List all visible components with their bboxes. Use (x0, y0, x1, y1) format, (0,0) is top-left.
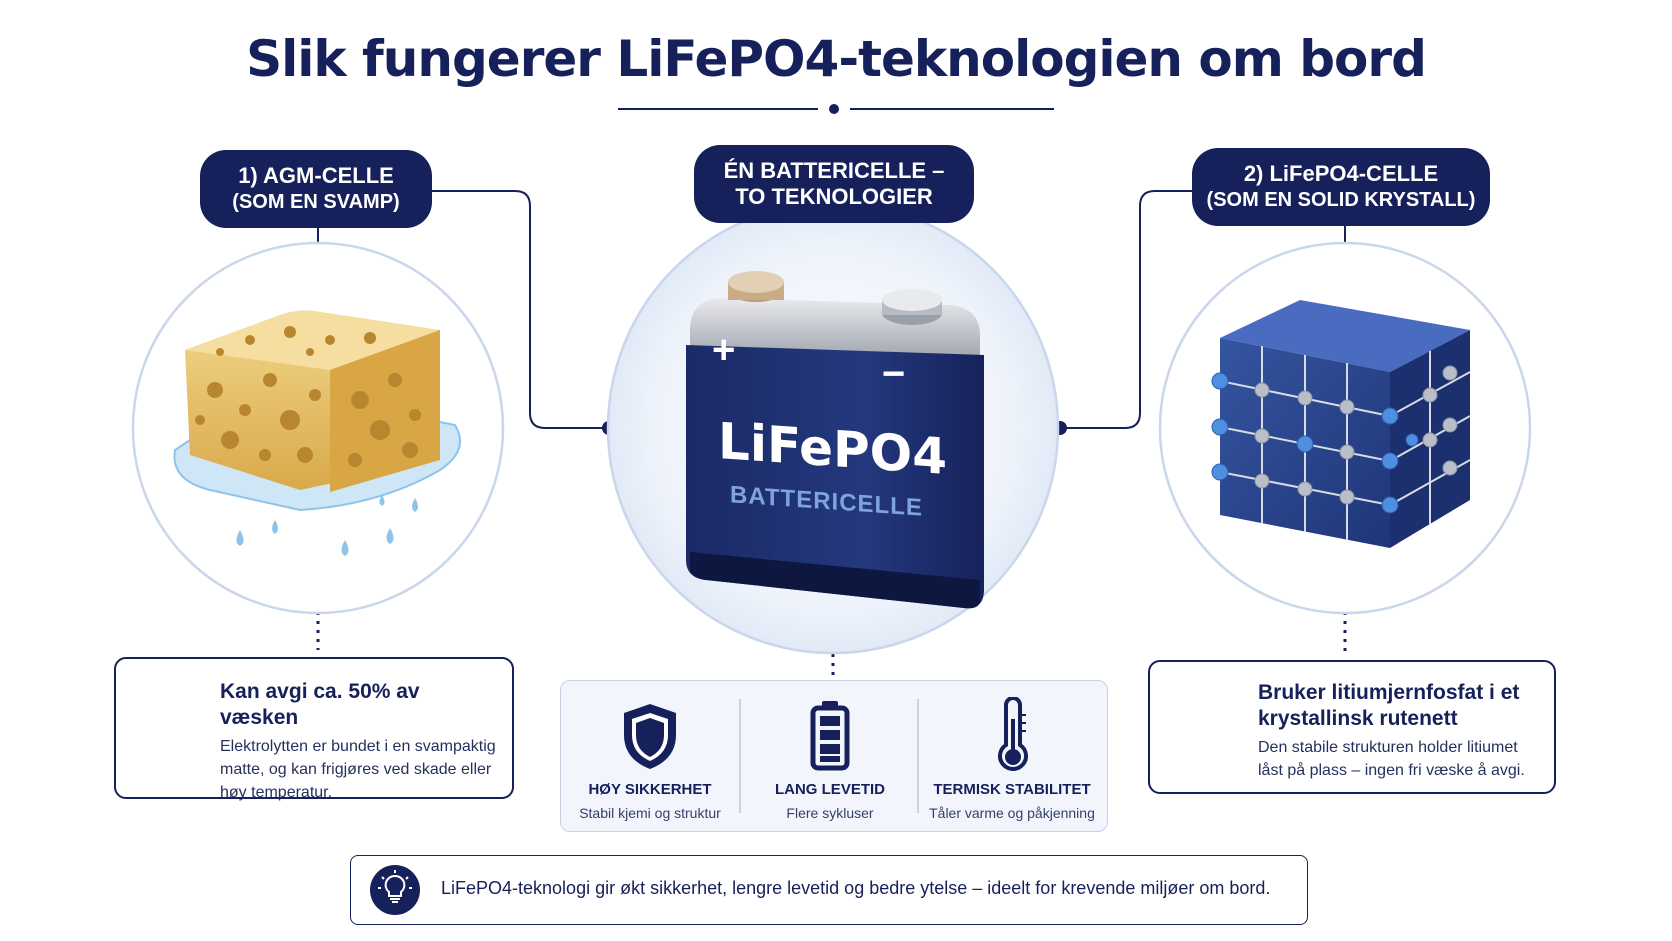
feature-safety-subtitle: Stabil kjemi og struktur (579, 805, 721, 821)
agm-info-box: Kan avgi ca. 50% av væsken Elektrolytten… (114, 657, 514, 801)
sponge-illustration (173, 310, 461, 556)
center-pill-line2: TO TEKNOLOGIER (735, 184, 933, 209)
feature-lifetime-subtitle: Flere sykluser (786, 805, 874, 821)
lifepo4-pill-line2: (SOM EN SOLID KRYSTALL) (1206, 189, 1476, 211)
lifepo4-pill-line1: 2) LiFePO4-CELLE (1243, 161, 1439, 186)
battery-illustration (686, 271, 984, 609)
feature-lifetime: LANG LEVETID Flere sykluser (741, 681, 919, 831)
feature-divider (917, 699, 919, 813)
agm-box-heading: Kan avgi ca. 50% av væsken (220, 680, 420, 729)
feature-divider (739, 699, 741, 813)
lifepo4-label-pill: 2) LiFePO4-CELLE (SOM EN SOLID KRYSTALL) (1192, 148, 1490, 226)
battery-plus-sign: + (712, 328, 736, 372)
shield-icon (624, 704, 676, 769)
lifepo4-info-box: Bruker litiumjernfosfat i et krystallins… (1148, 660, 1556, 794)
agm-label-pill: 1) AGM-CELLE (SOM EN SVAMP) (200, 150, 432, 228)
summary-text: LiFePO4-teknologi gir økt sikkerhet, len… (441, 878, 1271, 898)
page-title: Slik fungerer LiFePO4-teknologien om bor… (246, 30, 1427, 88)
center-label-pill: ÉN BATTERICELLE – TO TEKNOLOGIER (694, 145, 974, 223)
feature-lifetime-title: LANG LEVETID (774, 781, 885, 798)
center-pill-line1: ÉN BATTERICELLE – (723, 158, 945, 183)
battery-icon (810, 701, 850, 771)
features-panel: HØY SIKKERHET Stabil kjemi og struktur L… (560, 680, 1108, 832)
lifepo4-box-text: Den stabile strukturen holder litiumet l… (1258, 739, 1525, 779)
crystal-illustration (1211, 300, 1471, 548)
lightbulb-icon (370, 865, 420, 915)
feature-safety: HØY SIKKERHET Stabil kjemi og struktur (561, 681, 739, 831)
thermometer-icon (998, 697, 1028, 771)
feature-thermal-subtitle: Tåler varme og påkjenning (929, 805, 1095, 821)
feature-thermal: TERMISK STABILITET Tåler varme og påkjen… (923, 681, 1101, 831)
agm-pill-line1: 1) AGM-CELLE (238, 163, 394, 188)
battery-minus-sign: − (882, 352, 906, 396)
summary-box: LiFePO4-teknologi gir økt sikkerhet, len… (350, 855, 1308, 925)
title-divider (618, 104, 1054, 114)
agm-pill-line2: (SOM EN SVAMP) (232, 191, 400, 213)
feature-safety-title: HØY SIKKERHET (588, 781, 712, 798)
lifepo4-box-heading: Bruker litiumjernfosfat i et krystallins… (1258, 681, 1520, 730)
feature-thermal-title: TERMISK STABILITET (933, 781, 1091, 798)
agm-box-text: Elektrolytten er bundet i en svampaktig … (220, 738, 496, 801)
